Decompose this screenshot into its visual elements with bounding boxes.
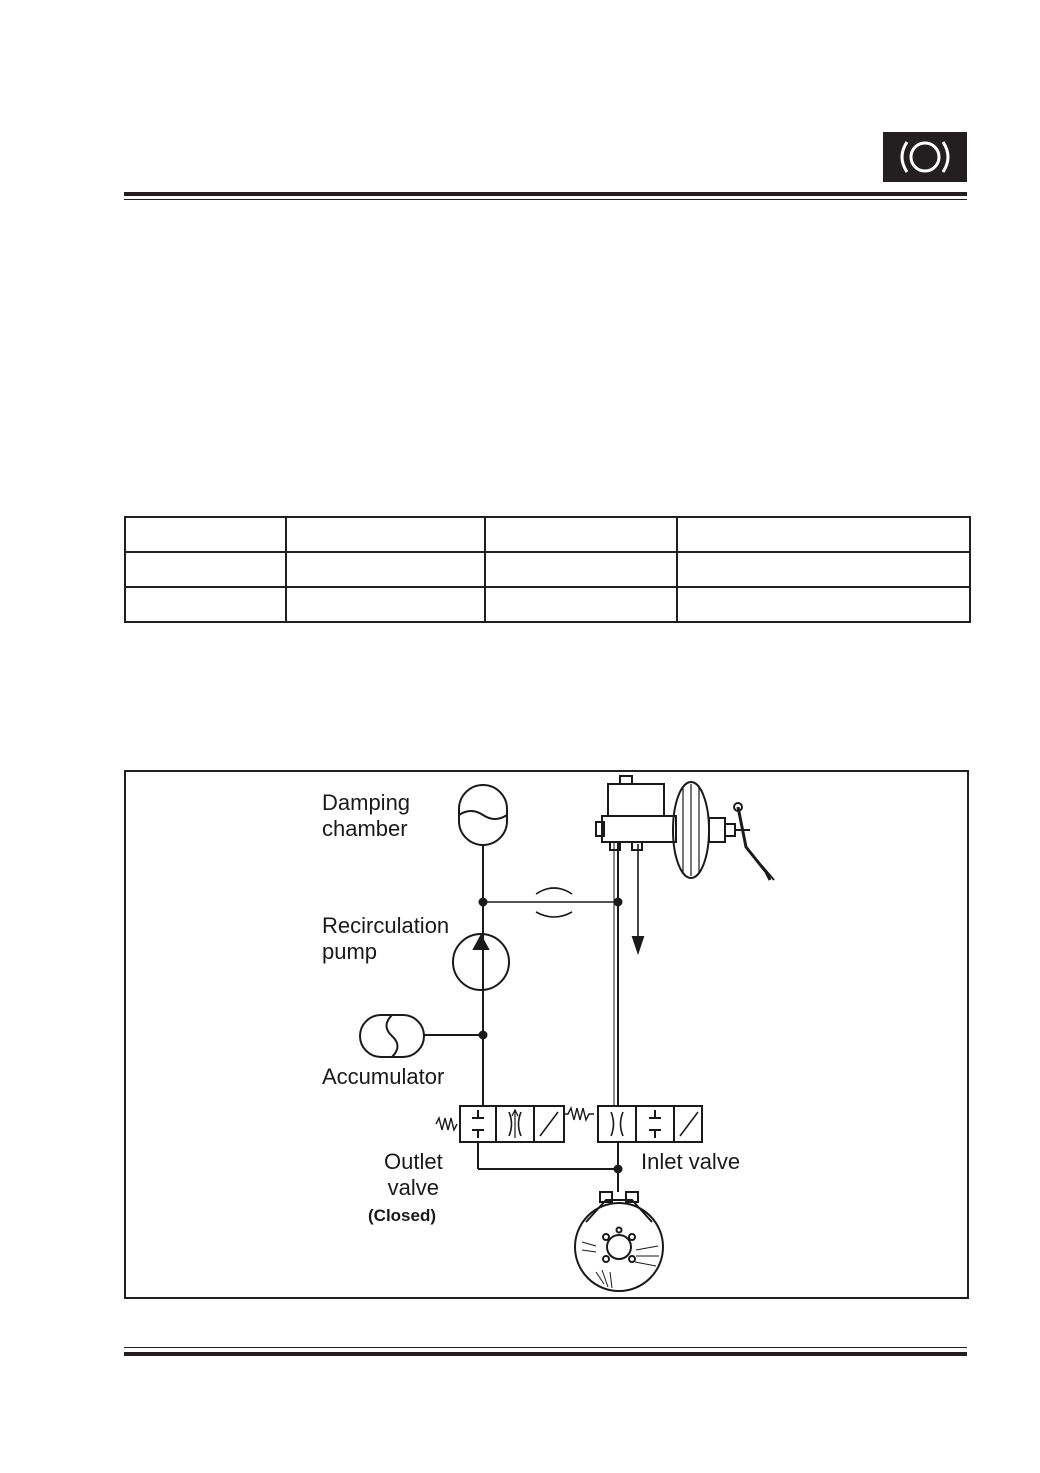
footer-rule-thick xyxy=(124,1352,967,1356)
table-cell xyxy=(484,586,678,623)
valve-spring-symbol xyxy=(564,1105,594,1123)
table-cell xyxy=(285,516,486,553)
table-cell xyxy=(484,551,678,588)
header-badge xyxy=(883,132,967,182)
recirculation-pump-label: Recirculation pump xyxy=(322,913,450,964)
table-cell xyxy=(124,551,287,588)
table-row xyxy=(124,516,971,553)
table-row xyxy=(124,586,971,623)
header-rule-thick xyxy=(124,192,967,196)
table-cell xyxy=(676,551,971,588)
header-rule-thin xyxy=(124,199,967,200)
spec-table xyxy=(124,516,971,623)
footer-rule-thin xyxy=(124,1347,967,1348)
damping-chamber-label: Damping chamber xyxy=(322,790,411,841)
junction-dot xyxy=(478,1030,488,1040)
table-cell xyxy=(484,516,678,553)
table-cell xyxy=(124,586,287,623)
damping-chamber-symbol xyxy=(458,784,508,846)
abs-hydraulic-diagram: Damping chamber Recirculation pump Accum… xyxy=(124,770,969,1299)
table-row xyxy=(124,551,971,588)
outlet-valve-state-label: (Closed) xyxy=(368,1206,436,1225)
accumulator-symbol xyxy=(359,1014,483,1058)
table-cell xyxy=(676,516,971,553)
table-cell xyxy=(285,551,486,588)
inlet-valve-symbol xyxy=(597,1105,703,1143)
table-cell xyxy=(676,586,971,623)
brake-booster-symbol xyxy=(672,781,736,879)
brake-warning-icon xyxy=(900,141,950,173)
wheel-brake-disc-symbol xyxy=(574,1191,664,1292)
brake-pedal-symbol xyxy=(733,802,775,881)
flow-arrow-icon xyxy=(631,844,645,956)
accumulator-label: Accumulator xyxy=(322,1064,445,1089)
outlet-valve-label: Outlet valve xyxy=(384,1149,443,1200)
table-cell xyxy=(285,586,486,623)
table-cell xyxy=(124,516,287,553)
outlet-valve-symbol xyxy=(435,1105,565,1143)
recirculation-pump-symbol xyxy=(452,933,510,991)
junction-dot xyxy=(613,1164,623,1174)
inlet-valve-label: Inlet valve xyxy=(641,1149,741,1174)
diagram-drawing xyxy=(359,775,775,1292)
master-cylinder-symbol xyxy=(595,775,677,851)
restrictor-symbol xyxy=(535,887,573,918)
